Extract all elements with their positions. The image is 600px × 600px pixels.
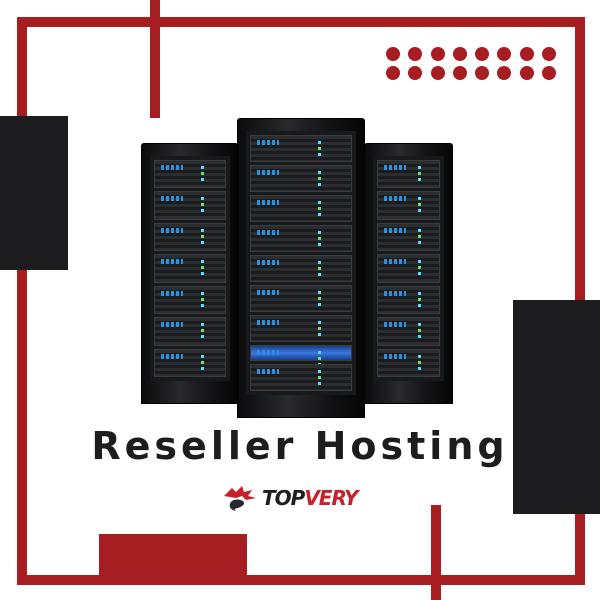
red-block-bottom xyxy=(99,534,247,575)
dark-block-right xyxy=(513,300,600,514)
server-rack-center xyxy=(237,118,365,418)
dot-pattern xyxy=(386,47,557,81)
server-rack-right xyxy=(364,143,453,404)
dragon-icon xyxy=(224,486,256,511)
logo-text-top: TOP xyxy=(262,486,305,510)
server-rack-left xyxy=(141,143,239,404)
red-vertical-bar-bottom xyxy=(431,505,441,600)
red-vertical-bar-top xyxy=(150,0,160,118)
page-title: Reseller Hosting xyxy=(91,424,509,468)
server-racks-icon xyxy=(141,118,453,418)
logo-text-very: VERY xyxy=(304,486,358,510)
dark-block-left xyxy=(0,116,68,270)
